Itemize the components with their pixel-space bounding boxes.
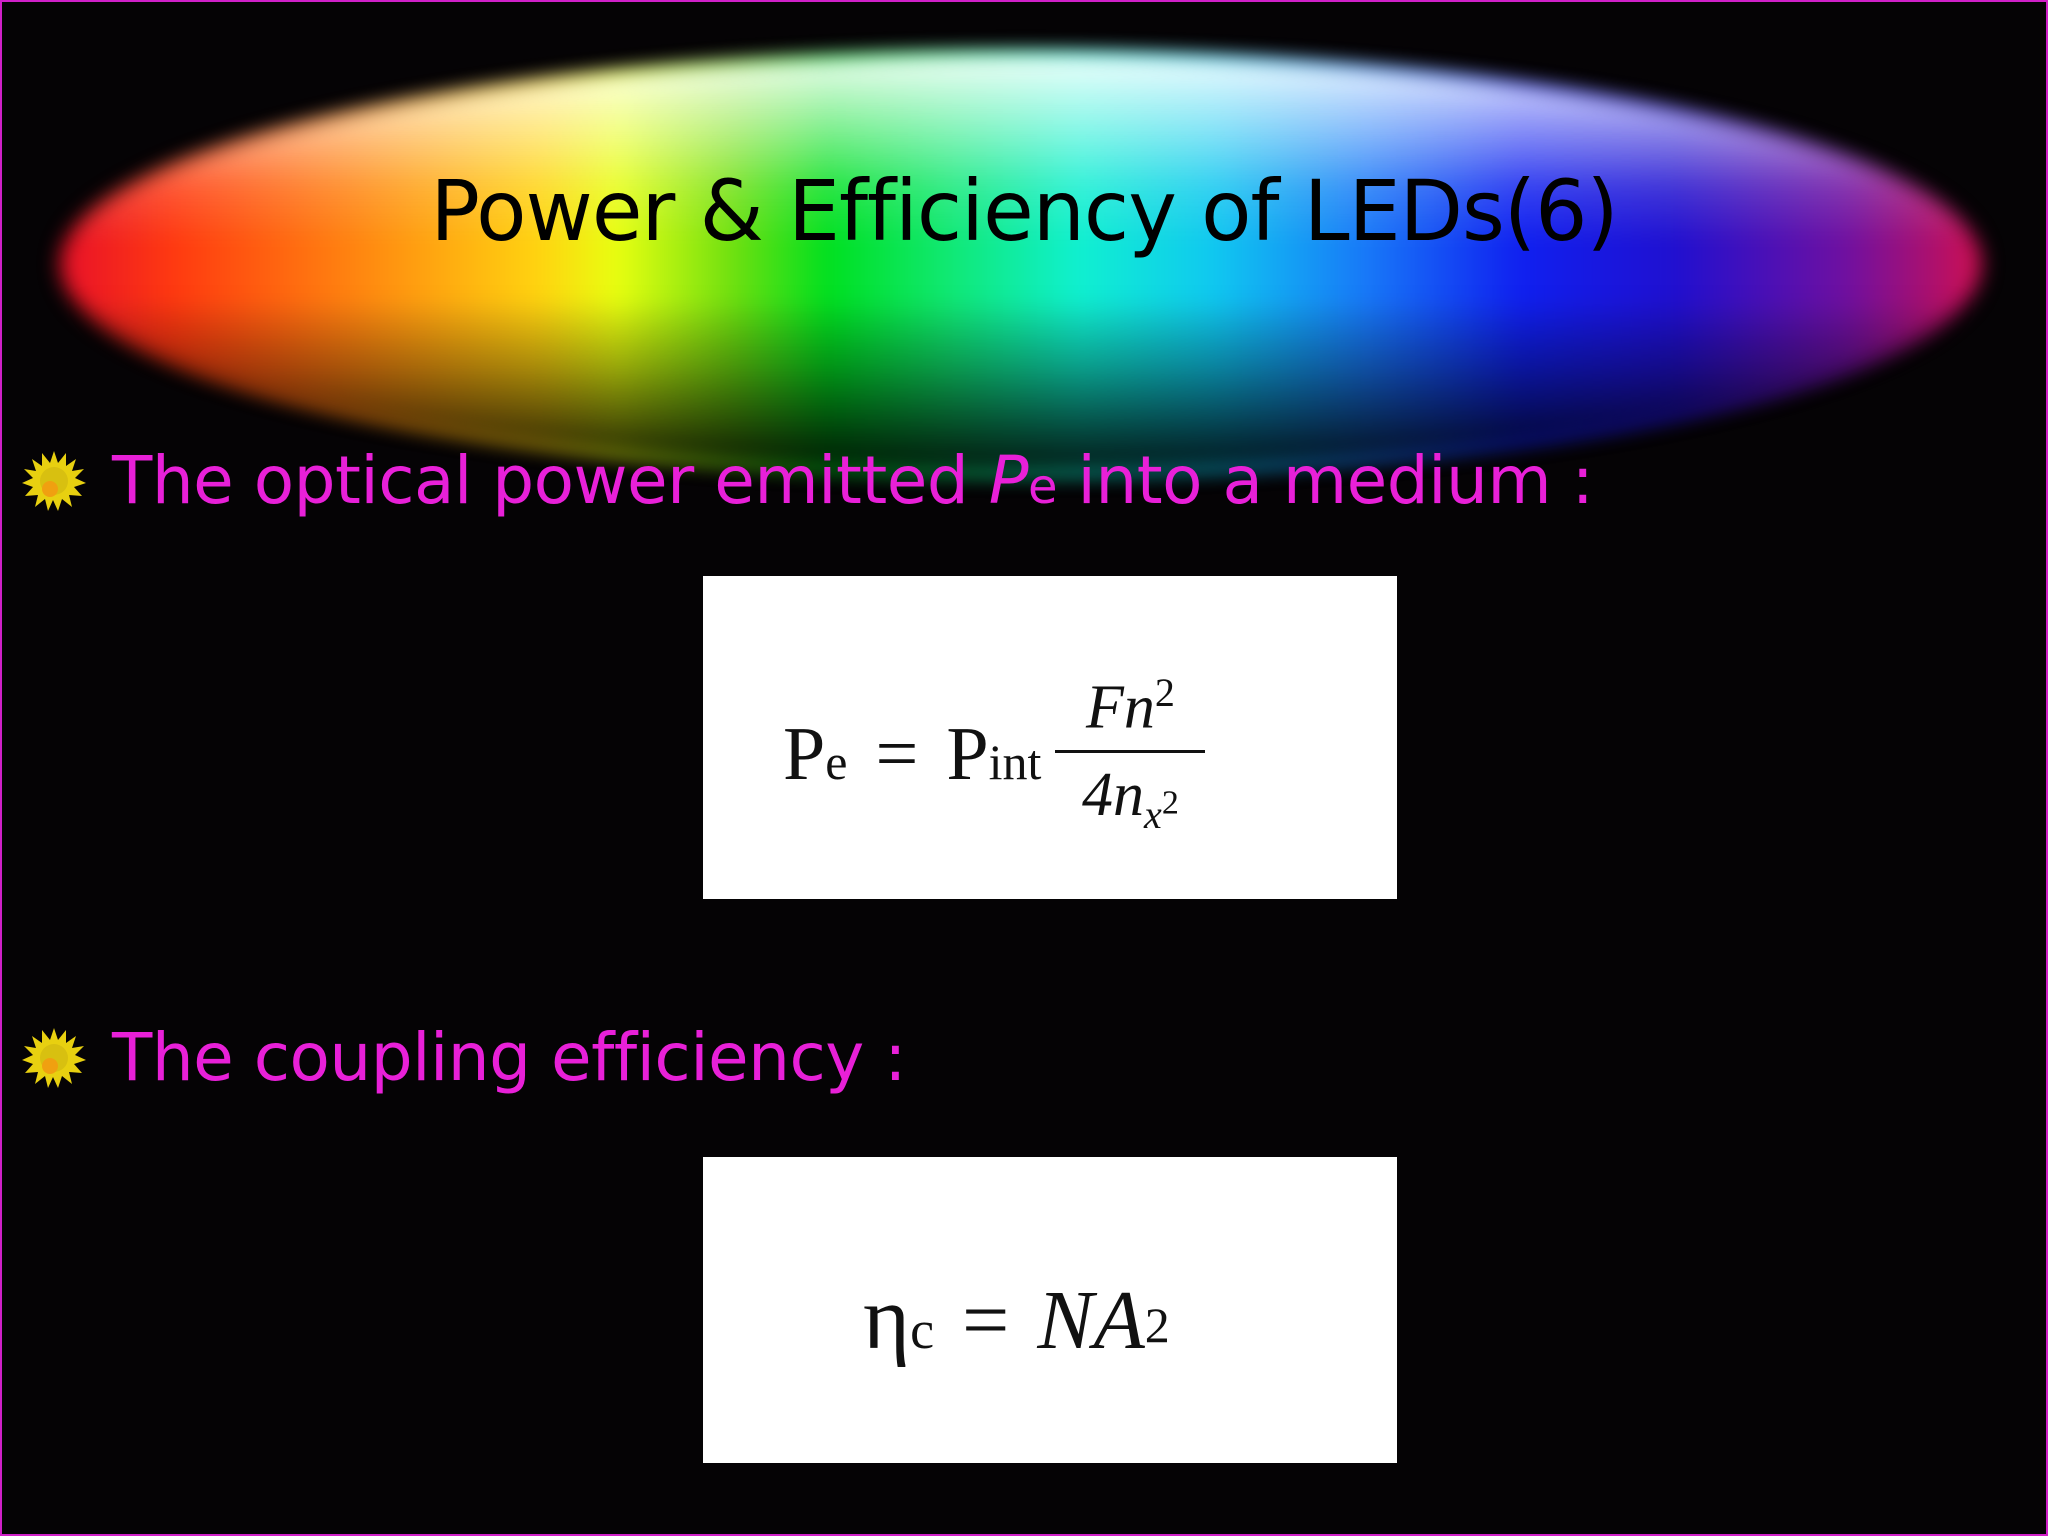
rainbow-ellipse-shading xyxy=(60,54,1982,474)
slide-title: Power & Efficiency of LEDs(6) xyxy=(430,162,1618,260)
bullet-coupling-efficiency: The coupling efficiency : xyxy=(22,1019,907,1096)
symbol-pe: Pe xyxy=(988,442,1058,519)
starburst-bullet-icon xyxy=(22,449,86,513)
fraction: Fn2 4nx2 xyxy=(1055,671,1206,837)
fraction-bar xyxy=(1055,749,1206,753)
bullet-text: The coupling efficiency : xyxy=(112,1019,907,1096)
bullet-text-before: The optical power emitted xyxy=(112,442,989,519)
starburst-bullet-icon xyxy=(22,1026,86,1090)
bullet-text-after: into a medium : xyxy=(1057,442,1594,519)
bullet-optical-power: The optical power emitted Pe into a medi… xyxy=(22,442,1594,519)
